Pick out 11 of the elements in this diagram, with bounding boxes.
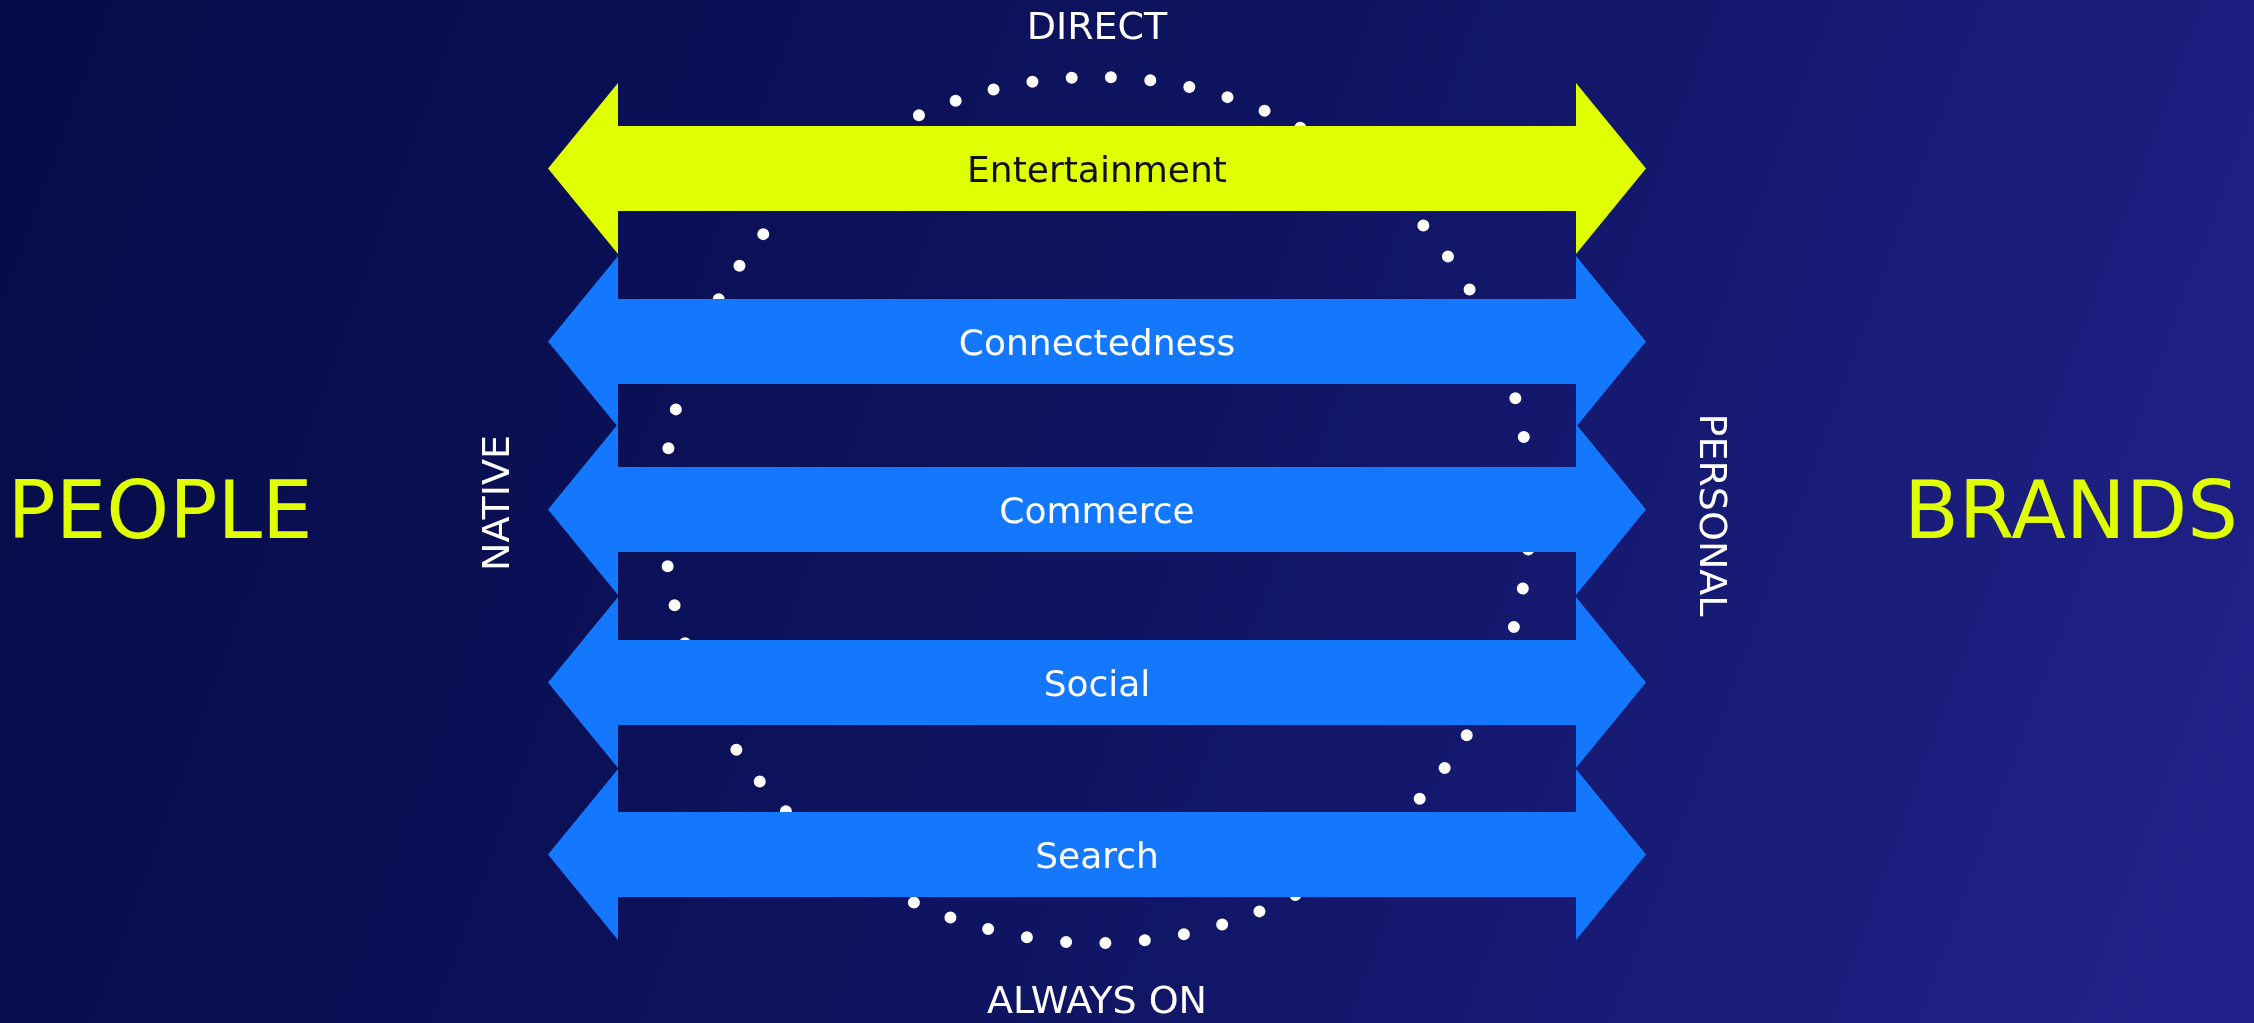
banner-label: Search (1035, 834, 1159, 875)
side-heading: BRANDS (1903, 463, 2239, 557)
banner-label: Social (1043, 662, 1151, 703)
banner-label: Connectedness (958, 321, 1236, 362)
side-heading: PEOPLE (7, 463, 313, 557)
banner-label: Commerce (999, 489, 1195, 530)
axis-label: ALWAYS ON (987, 978, 1207, 1022)
axis-label: NATIVE (474, 435, 518, 571)
banner-label: Entertainment (967, 148, 1227, 189)
axis-label: DIRECT (1026, 4, 1168, 48)
axis-label: PERSONAL (1691, 413, 1735, 617)
